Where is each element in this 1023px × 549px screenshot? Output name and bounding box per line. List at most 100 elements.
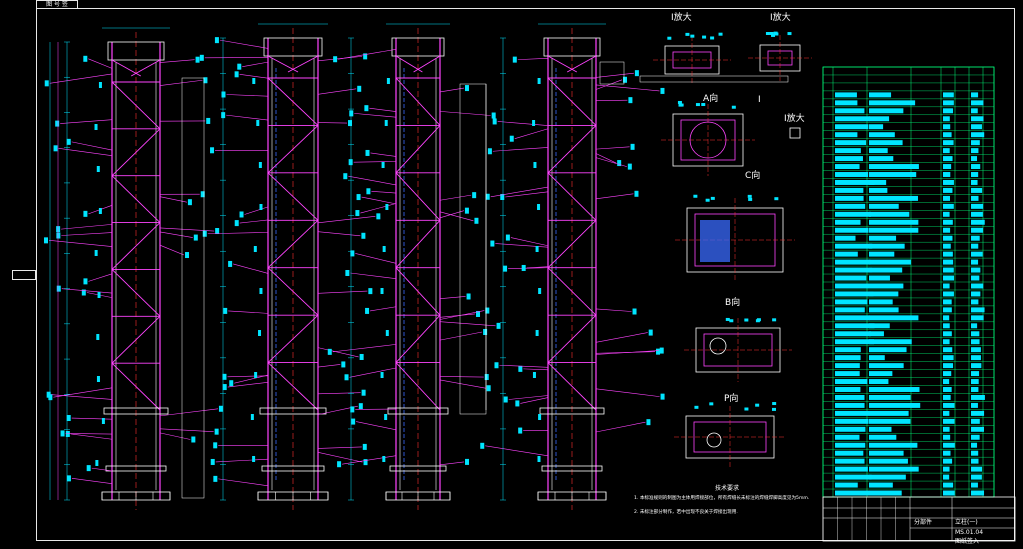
parts-table-cell (971, 466, 983, 472)
leader-line (495, 243, 549, 248)
parts-table-cell (869, 116, 890, 122)
dimension-text (259, 204, 263, 210)
parts-table-cell (835, 172, 869, 177)
callout-marker (356, 194, 361, 201)
tower-diagonal (267, 314, 319, 363)
detail-dimension (731, 105, 736, 109)
parts-table-cell (869, 347, 907, 353)
parts-table-cell (835, 219, 861, 225)
callout-marker (53, 145, 58, 152)
tower-head-brace (566, 55, 597, 73)
callout-marker (659, 347, 664, 354)
leader-line (595, 308, 632, 312)
parts-table-cell (971, 92, 979, 98)
dimension-text (252, 78, 256, 84)
parts-table-cell (869, 211, 910, 217)
parts-table-cell (835, 450, 864, 456)
parts-table-cell (835, 490, 870, 496)
parts-table-cell (943, 323, 950, 329)
leader-line (58, 148, 113, 156)
leader-line (361, 196, 397, 205)
leader-line (88, 58, 113, 69)
callout-marker (187, 199, 192, 206)
leader-line (595, 146, 630, 150)
callout-marker (228, 260, 233, 267)
side-profile (599, 61, 625, 85)
parts-table-cell (943, 172, 951, 177)
tower-head-brace (287, 55, 319, 73)
parts-table-cell (943, 482, 954, 488)
tower-diagonal (267, 77, 319, 126)
leader-line (523, 368, 549, 371)
callout-marker (350, 250, 355, 257)
parts-table-cell (971, 211, 983, 217)
leader-line (439, 310, 485, 320)
leader-line (51, 394, 113, 400)
parts-table-cell (869, 307, 899, 313)
view-p-hole (706, 432, 722, 448)
callout-marker (222, 384, 227, 391)
tower-platform (261, 465, 325, 472)
leader-line (439, 211, 474, 222)
leader-line (226, 114, 269, 121)
parts-table-cell (869, 418, 911, 424)
detail-dimension (771, 33, 776, 37)
parts-table-cell (835, 466, 868, 472)
detail-dimension (678, 103, 683, 107)
callout-marker (494, 362, 499, 369)
callout-marker (376, 213, 381, 220)
dimension-text (385, 204, 389, 210)
parts-table-cell (869, 379, 889, 385)
parts-table-cell (971, 108, 978, 114)
tower-head (263, 37, 323, 57)
parts-table-cell (835, 307, 865, 313)
parts-table-cell (869, 219, 919, 225)
parts-table-cell (835, 124, 869, 130)
detail-dimension (693, 194, 698, 198)
parts-table-cell (971, 299, 979, 305)
parts-table-cell (943, 410, 950, 416)
leader-line (348, 175, 397, 186)
parts-table-cell (943, 307, 952, 313)
callout-marker (60, 430, 65, 437)
parts-table-cell (971, 379, 979, 385)
parts-table-cell (869, 283, 904, 289)
detail-dimension (694, 405, 699, 409)
leader-line (218, 478, 269, 487)
callout-marker (327, 348, 332, 355)
parts-table-cell (869, 195, 918, 201)
parts-table-cell (971, 172, 979, 177)
parts-table-cell (869, 410, 909, 416)
parts-table-cell (835, 283, 870, 289)
tower-platform (105, 465, 167, 472)
detail-dimension (747, 194, 752, 198)
parts-table-cell (971, 283, 984, 289)
parts-table-cell (943, 387, 952, 392)
callout-marker (472, 192, 477, 199)
parts-table-cell (869, 299, 893, 305)
tower-platform (539, 407, 605, 415)
dimension-text (259, 288, 263, 294)
parts-table-cell (971, 442, 978, 448)
callout-marker (199, 54, 204, 61)
parts-table-cell (869, 331, 884, 337)
parts-table-cell (971, 434, 980, 440)
parts-table-cell (943, 426, 950, 432)
tower-platform (541, 465, 603, 472)
callout-marker (195, 56, 200, 63)
tower-head (107, 41, 165, 61)
callout-marker (368, 288, 373, 295)
parts-list-table (822, 66, 1016, 542)
parts-table-cell (943, 219, 953, 225)
leader-line (159, 227, 215, 232)
parts-table-cell (943, 418, 955, 424)
callout-marker (83, 210, 88, 217)
dimension-text (535, 330, 539, 336)
leader-line (439, 87, 465, 93)
parts-table-cell (943, 339, 950, 345)
parts-table-cell (835, 132, 858, 138)
tower-diagonal (267, 219, 319, 269)
leader-line (159, 231, 193, 238)
callout-marker (363, 53, 368, 60)
callout-marker (660, 393, 665, 400)
